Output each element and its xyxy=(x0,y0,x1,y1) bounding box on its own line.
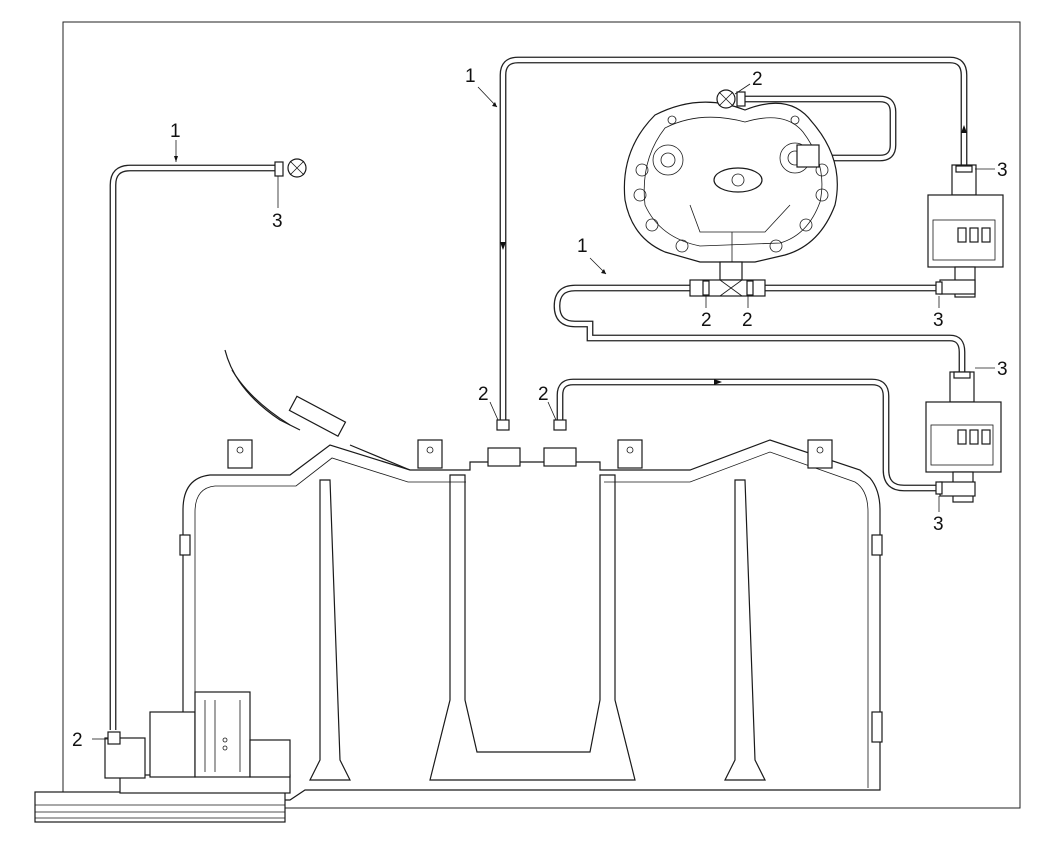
callout-fitting-3-pump-top-upper: 3 xyxy=(997,160,1008,181)
pipe-top xyxy=(499,56,968,420)
callout-clamp-2-tank-right: 2 xyxy=(538,384,549,405)
clamps-and-fittings xyxy=(107,89,973,745)
boiler-unit xyxy=(623,101,838,297)
flow-arrow-right xyxy=(714,379,722,385)
pump-upper xyxy=(927,164,1004,298)
callout-fitting-3-left-top: 3 xyxy=(272,211,283,232)
callout-labels: 1 1 1 2 2 2 2 2 2 3 3 3 3 3 xyxy=(72,66,1008,751)
callout-pipe-1-middle: 1 xyxy=(577,236,588,257)
callout-fitting-3-pump-bottom-upper: 3 xyxy=(997,359,1008,380)
pipe-left xyxy=(109,164,278,730)
pipe-lower xyxy=(556,378,940,492)
callout-pipe-1-left: 1 xyxy=(170,121,181,142)
flow-arrow-down xyxy=(500,242,506,250)
flow-arrow-up-pump xyxy=(961,125,967,133)
leader-lines xyxy=(92,83,995,740)
callout-clamp-2-tank-left: 2 xyxy=(478,384,489,405)
diagram-frame xyxy=(62,21,1021,809)
pipe-boiler-loop xyxy=(745,95,897,162)
pipe-middle xyxy=(553,284,966,372)
base-plate xyxy=(34,774,291,823)
callout-clamp-2-tee-right: 2 xyxy=(742,310,753,331)
water-tank xyxy=(179,349,883,801)
callout-fitting-3-pump-bottom-lower: 3 xyxy=(933,514,944,535)
electronics-module xyxy=(104,691,291,779)
callout-clamp-2-tee-left: 2 xyxy=(701,310,712,331)
pipe-network xyxy=(109,56,968,730)
callout-pipe-1-top: 1 xyxy=(465,66,476,87)
callout-fitting-3-pump-top-lower: 3 xyxy=(933,310,944,331)
callout-clamp-2-boiler: 2 xyxy=(752,69,763,90)
callout-clamp-2-bottom-left: 2 xyxy=(72,730,83,751)
